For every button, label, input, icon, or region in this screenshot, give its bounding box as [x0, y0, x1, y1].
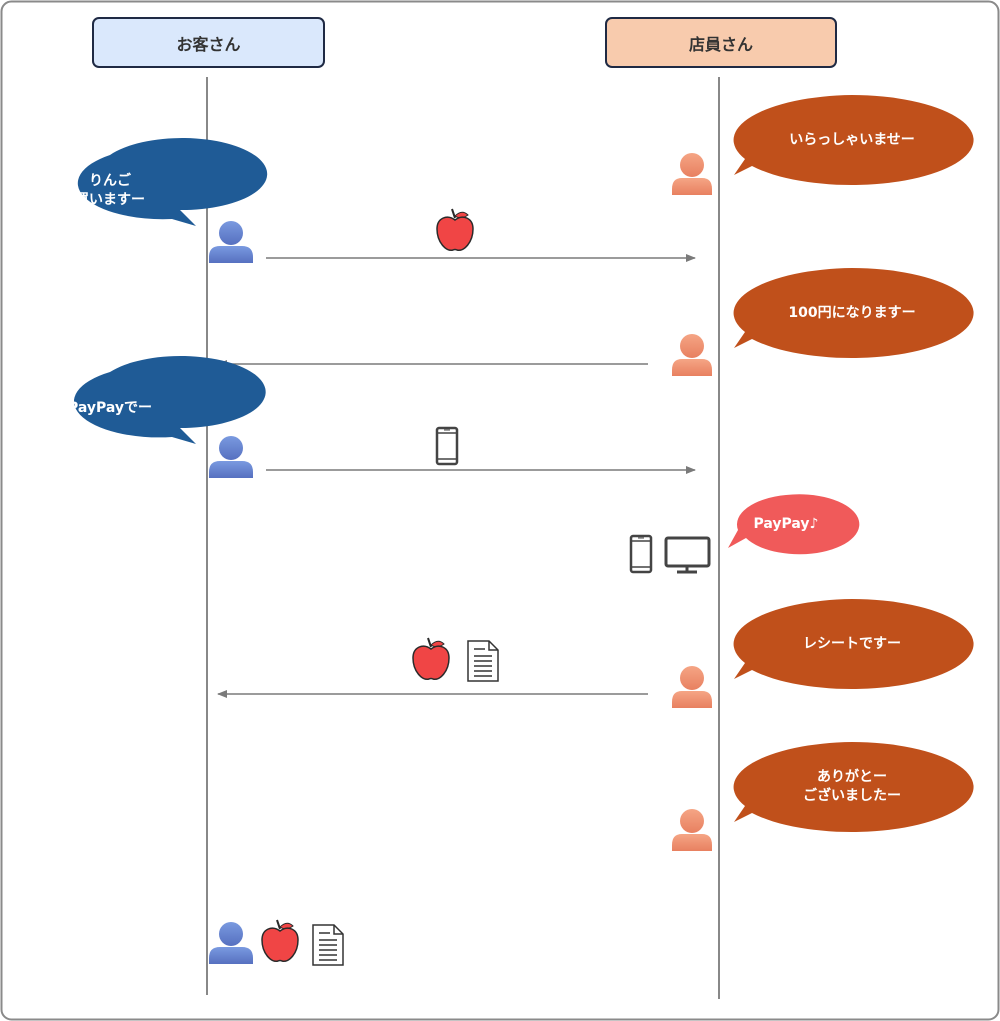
clerk-header-box: [605, 17, 837, 68]
document-icon: [467, 640, 499, 682]
clerk-price-bubble: [733, 268, 974, 358]
paypay-sound-bubble: [728, 494, 860, 555]
customer-request-bubble: [77, 138, 268, 226]
clerk-receipt-bubble: [733, 599, 974, 689]
clerk-welcome-bubble: [733, 95, 974, 185]
customer-payment-bubble: [73, 356, 266, 444]
monitor-icon: [664, 536, 711, 574]
clerk-thanks-bubble: [733, 742, 974, 832]
document-icon: [312, 924, 344, 966]
customer-header-box: [92, 17, 325, 68]
